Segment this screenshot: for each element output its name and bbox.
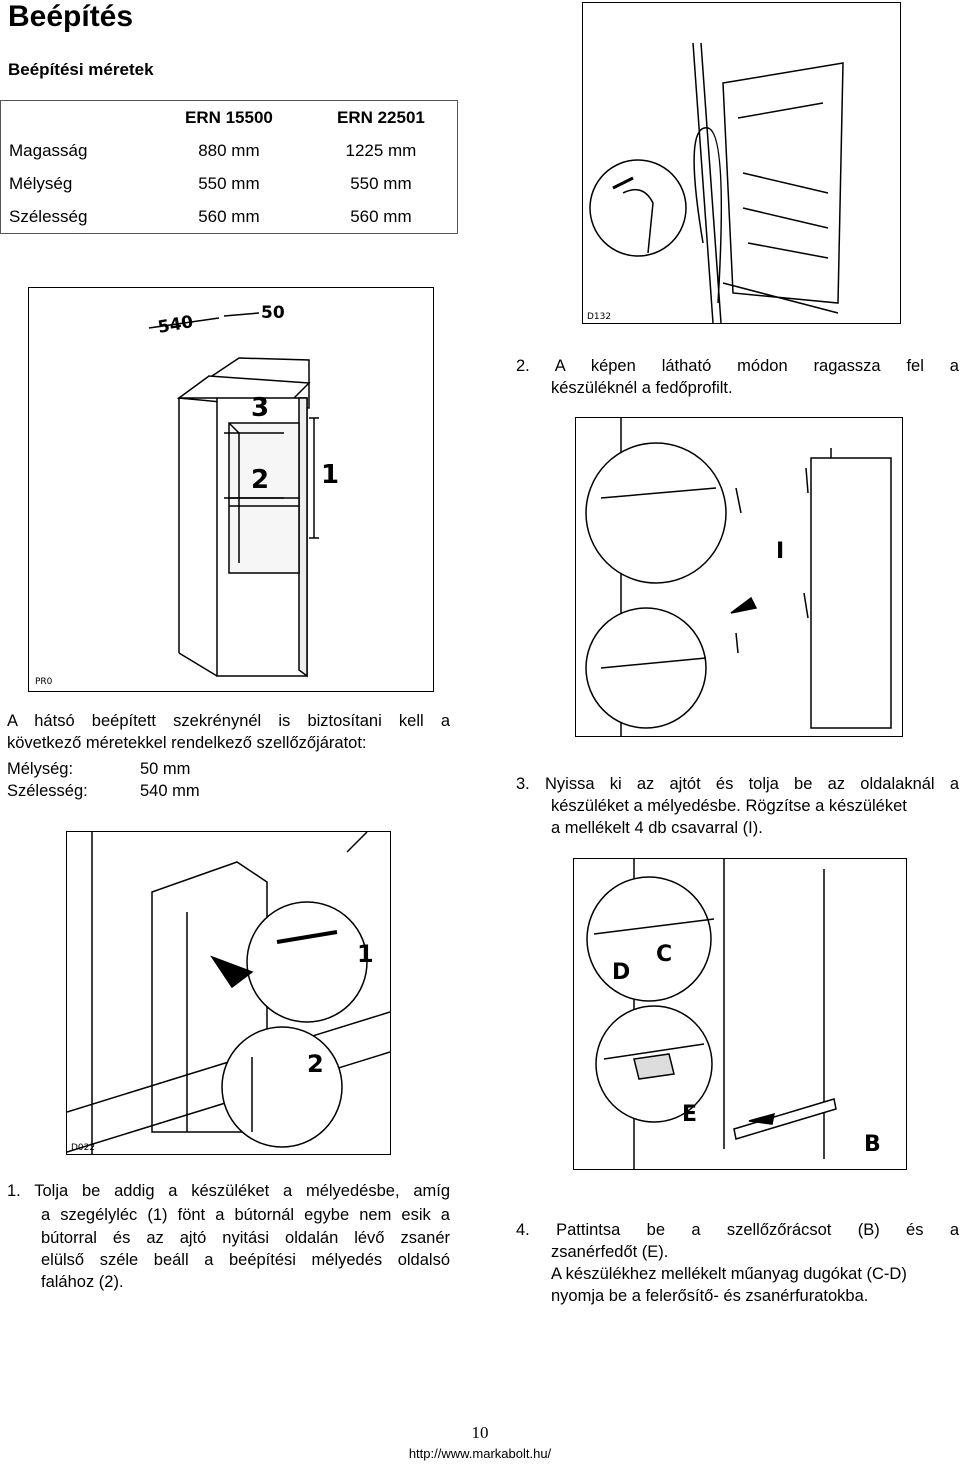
step4-line2: zsanérfedőt (E). bbox=[551, 1243, 669, 1261]
row-value: 560 mm bbox=[350, 206, 412, 226]
step3-line2: készüléket a mélyedésbe. Rögzítse a kész… bbox=[551, 797, 907, 815]
step3-line1: 3. Nyissa ki az ajtót és tolja be az old… bbox=[516, 775, 959, 793]
table-header-ern15500: ERN 15500 bbox=[184, 107, 273, 127]
step-label-2: 2 bbox=[307, 1050, 324, 1078]
step1-line5: falához (2). bbox=[41, 1273, 124, 1291]
table-row: Mélység 550 mm 550 mm bbox=[1, 167, 458, 200]
step2-line1: 2. A képen látható módon ragassza fel a bbox=[516, 357, 959, 375]
row-value: 550 mm bbox=[198, 173, 260, 193]
grille-label-b: B bbox=[864, 1132, 881, 1157]
table-row: Szélesség 560 mm 560 mm bbox=[1, 200, 458, 234]
dimensions-table: ERN 15500 ERN 22501 Magasság 880 mm 1225… bbox=[0, 100, 458, 234]
dim-1-label: 1 bbox=[321, 460, 339, 490]
niche-illustration: 540 50 3 2 1 PR0 bbox=[35, 303, 339, 687]
section-subtitle: Beépítési méretek bbox=[8, 60, 154, 79]
figure-door-screws: I bbox=[575, 417, 903, 737]
step2-line2: készüléknél a fedőprofilt. bbox=[551, 379, 733, 397]
cover-profile-illustration: D132 bbox=[587, 42, 844, 323]
figure-niche-dimensions: 540 50 3 2 1 PR0 bbox=[28, 287, 434, 692]
vent-intro-line2: következő méretekkel rendelkező szellőző… bbox=[7, 734, 367, 752]
figure-grille-hinge: C D E B bbox=[573, 858, 907, 1170]
dim-3-label: 3 bbox=[251, 393, 269, 423]
row-label: Magasság bbox=[9, 140, 88, 160]
step3-line3: a mellékelt 4 db csavarral (I). bbox=[551, 819, 763, 837]
push-in-illustration: 1 2 D022 bbox=[67, 832, 390, 1154]
row-label: Mélység bbox=[9, 173, 73, 193]
depth-label: Mélység: bbox=[7, 760, 74, 778]
page-number: 10 bbox=[471, 1423, 489, 1442]
figure-code: D022 bbox=[71, 1143, 95, 1153]
figure-cover-profile: D132 bbox=[582, 2, 901, 324]
width-value: 540 mm bbox=[140, 782, 200, 800]
page-title: Beépítés bbox=[8, 0, 134, 33]
dim-2-label: 2 bbox=[251, 465, 269, 495]
door-screws-illustration: I bbox=[585, 418, 892, 736]
plug-label-d: D bbox=[612, 960, 630, 985]
figure-push-in: 1 2 D022 bbox=[66, 831, 391, 1155]
dim-50-label: 50 bbox=[261, 303, 285, 323]
step4-line3: A készülékhez mellékelt műanyag dugókat … bbox=[551, 1265, 907, 1283]
plug-label-c: C bbox=[656, 942, 672, 967]
grille-hinge-illustration: C D E B bbox=[586, 859, 881, 1169]
row-value: 880 mm bbox=[198, 140, 260, 160]
table-header-empty bbox=[1, 101, 154, 135]
row-value: 560 mm bbox=[198, 206, 260, 226]
step4-line4: nyomja be a felerősítő- és zsanérfuratok… bbox=[551, 1287, 869, 1305]
footer-url[interactable]: http://www.markabolt.hu/ bbox=[408, 1446, 552, 1461]
screw-label-i: I bbox=[776, 539, 784, 564]
hinge-cover-label-e: E bbox=[682, 1102, 697, 1127]
vent-intro-line1: A hátsó beépített szekrénynél is biztosí… bbox=[7, 712, 450, 730]
width-label: Szélesség: bbox=[7, 782, 88, 800]
step4-line1: 4. Pattintsa be a szellőzőrácsot (B) és … bbox=[516, 1221, 959, 1239]
figure-code: PR0 bbox=[35, 677, 53, 687]
table-header-ern22501: ERN 22501 bbox=[336, 107, 425, 127]
row-value: 1225 mm bbox=[345, 140, 417, 160]
step1-line2: a szegélyléc (1) fönt a bútornál egybe n… bbox=[41, 1206, 450, 1224]
step1-line4: elülső széle beáll a beépítési mélyedés … bbox=[41, 1251, 450, 1269]
row-label: Szélesség bbox=[9, 206, 88, 226]
dim-540-label: 540 bbox=[156, 312, 195, 338]
step1-line3: bútorral és az ajtó nyitási oldalán lévő… bbox=[41, 1229, 450, 1247]
depth-value: 50 mm bbox=[140, 760, 191, 778]
step1-line1: 1. Tolja be addig a készüléket a mélyedé… bbox=[7, 1182, 450, 1200]
figure-code: D132 bbox=[587, 312, 611, 322]
row-value: 550 mm bbox=[350, 173, 412, 193]
table-header-row: ERN 15500 ERN 22501 bbox=[1, 101, 458, 135]
step-label-1: 1 bbox=[357, 940, 374, 968]
table-row: Magasság 880 mm 1225 mm bbox=[1, 134, 458, 167]
